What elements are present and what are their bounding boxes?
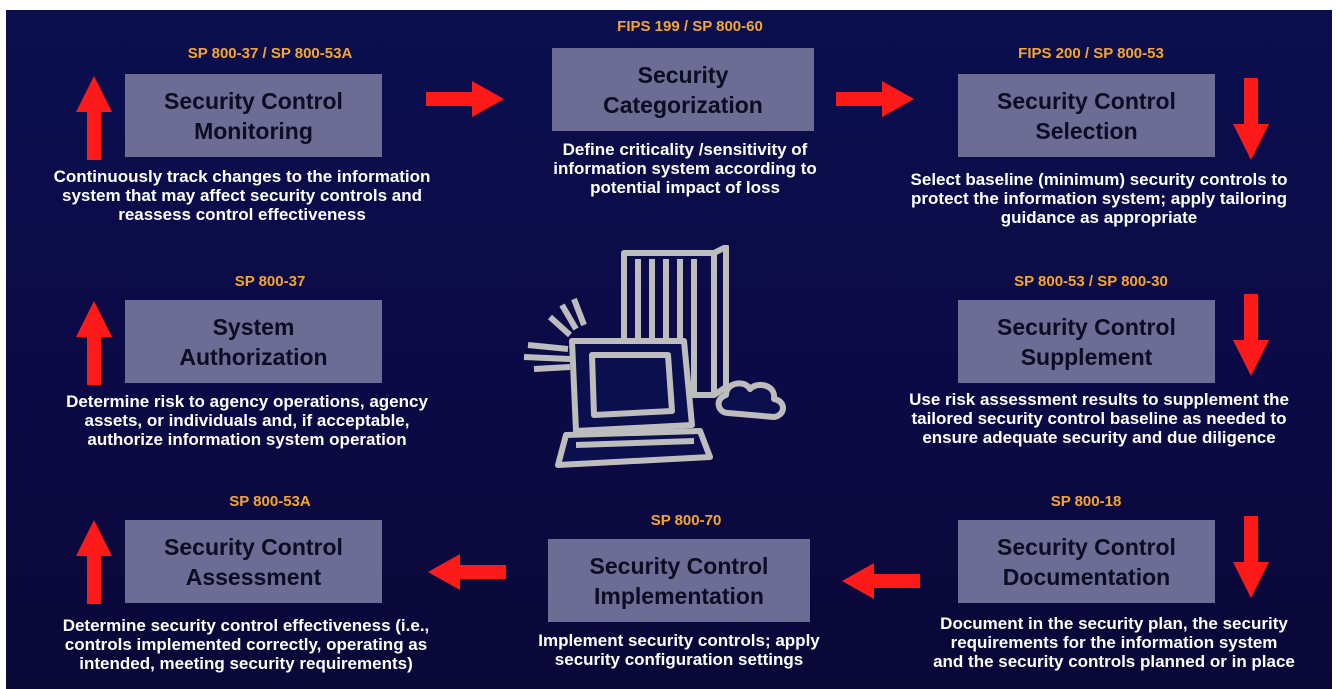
monitor-title-line1: Security Control — [164, 87, 343, 114]
document-title-line1: Security Control — [997, 533, 1176, 560]
categorize-desc-line1: Define criticality /sensitivity of — [562, 140, 808, 159]
select-desc-line3: guidance as appropriate — [1000, 208, 1198, 227]
categorize-desc-line3: potential impact of loss — [590, 178, 780, 197]
categorize-title-line1: Security — [637, 61, 729, 88]
monitor-desc-line1: Continuously track changes to the inform… — [53, 167, 431, 186]
authorize-title-line1: System — [212, 313, 295, 340]
arrow-right-icon — [836, 81, 914, 117]
authorize-desc: Determine risk to agency operations, age… — [16, 392, 478, 449]
document-desc-line1: Document in the security plan, the secur… — [940, 614, 1288, 633]
arrow-down-icon — [1233, 516, 1269, 598]
supplement-desc-line3: ensure adequate security and due diligen… — [922, 428, 1276, 447]
supplement-desc-line2: tailored security control baseline as ne… — [911, 409, 1287, 428]
arrow-right-icon — [426, 81, 504, 117]
arrow-down-icon — [1233, 78, 1269, 160]
document-desc: Document in the security plan, the secur… — [896, 614, 1332, 671]
select-desc-line1: Select baseline (minimum) security contr… — [910, 170, 1288, 189]
implement-desc: Implement security controls; apply secur… — [511, 631, 847, 669]
categorize-desc-line2: information system according to — [553, 159, 817, 178]
supplement-box: Security Control Supplement — [958, 300, 1215, 383]
document-ref: SP 800-18 — [1050, 493, 1122, 510]
assess-title-line1: Security Control — [164, 533, 343, 560]
supplement-ref: SP 800-53 / SP 800-30 — [1014, 273, 1168, 290]
select-title-line1: Security Control — [997, 87, 1176, 114]
supplement-desc-line1: Use risk assessment results to supplemen… — [909, 390, 1289, 409]
assess-ref: SP 800-53A — [229, 493, 311, 510]
categorize-ref: FIPS 199 / SP 800-60 — [617, 18, 763, 35]
assess-desc-line3: intended, meeting security requirements) — [79, 654, 413, 673]
document-desc-line3: and the security controls planned or in … — [933, 652, 1295, 671]
monitor-desc-line3: reassess control effectiveness — [118, 205, 366, 224]
assess-desc-line2: controls implemented correctly, operatin… — [64, 635, 428, 654]
assess-desc: Determine security control effectiveness… — [8, 616, 484, 673]
computer-workstation-icon — [523, 245, 786, 468]
categorize-box: Security Categorization — [552, 48, 814, 131]
implement-box: Security Control Implementation — [548, 539, 810, 622]
supplement-title-line1: Security Control — [997, 313, 1176, 340]
select-ref: FIPS 200 / SP 800-53 — [1018, 45, 1164, 62]
select-box: Security Control Selection — [958, 74, 1215, 157]
implement-title-line2: Implementation — [594, 582, 764, 609]
arrow-left-icon — [842, 563, 920, 599]
assess-box: Security Control Assessment — [125, 520, 382, 603]
monitor-ref: SP 800-37 / SP 800-53A — [187, 45, 353, 62]
implement-desc-line2: security configuration settings — [554, 650, 804, 669]
assess-title-line2: Assessment — [185, 563, 322, 590]
monitor-box: Security Control Monitoring — [125, 74, 382, 157]
supplement-title-line2: Supplement — [1020, 343, 1153, 370]
categorize-desc: Define criticality /sensitivity of infor… — [501, 140, 869, 197]
authorize-box: System Authorization — [125, 300, 382, 383]
authorize-desc-line3: authorize information system operation — [87, 430, 407, 449]
authorize-desc-line2: assets, or individuals and, if acceptabl… — [84, 411, 410, 430]
arrow-up-icon — [76, 76, 112, 160]
implement-desc-line1: Implement security controls; apply — [538, 631, 820, 650]
implement-title-line1: Security Control — [589, 552, 769, 579]
document-box: Security Control Documentation — [958, 520, 1215, 603]
monitor-desc-line2: system that may affect security controls… — [62, 186, 422, 205]
assess-desc-line1: Determine security control effectiveness… — [62, 616, 430, 635]
select-desc-line2: protect the information system; apply ta… — [911, 189, 1287, 208]
arrow-down-icon — [1233, 294, 1269, 376]
supplement-desc: Use risk assessment results to supplemen… — [861, 390, 1336, 447]
arrow-left-icon — [428, 554, 506, 590]
document-title-line2: Documentation — [1002, 563, 1171, 590]
diagram-canvas: SP 800-37 / SP 800-53A Security Control … — [6, 10, 1332, 689]
monitor-desc: Continuously track changes to the inform… — [6, 167, 478, 224]
select-desc: Select baseline (minimum) security contr… — [861, 170, 1336, 227]
authorize-desc-line1: Determine risk to agency operations, age… — [66, 392, 428, 411]
document-desc-line2: requirements for the information system — [950, 633, 1278, 652]
arrow-up-icon — [76, 301, 112, 385]
authorize-ref: SP 800-37 — [234, 273, 306, 290]
select-title-line2: Selection — [1035, 117, 1138, 144]
authorize-title-line2: Authorization — [179, 343, 328, 370]
monitor-title-line2: Monitoring — [194, 117, 313, 144]
implement-ref: SP 800-70 — [650, 512, 722, 529]
categorize-title-line2: Categorization — [603, 91, 763, 118]
arrow-up-icon — [76, 520, 112, 604]
